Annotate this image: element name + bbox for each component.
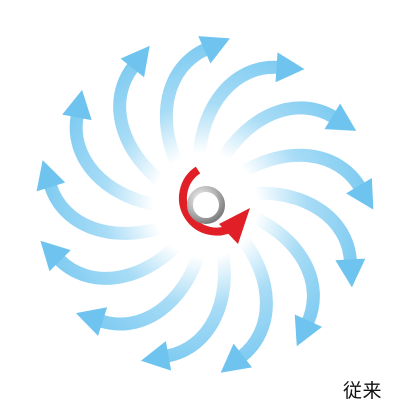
rotation-center	[183, 170, 250, 244]
arrowhead-icon	[276, 52, 305, 82]
arrowhead-icon	[62, 90, 91, 120]
arrowhead-icon	[76, 307, 107, 336]
arrow-shaft	[239, 155, 360, 187]
center-ring	[190, 189, 222, 221]
arrow-shaft	[59, 243, 179, 278]
caption-text: 従来	[343, 380, 382, 402]
arrowhead-icon	[141, 341, 171, 371]
arrowhead-icon	[335, 259, 365, 288]
arrow-shaft	[240, 235, 267, 357]
arrow-shaft	[120, 66, 164, 184]
arrowhead-icon	[37, 160, 66, 191]
outflow-arrows	[37, 36, 374, 373]
